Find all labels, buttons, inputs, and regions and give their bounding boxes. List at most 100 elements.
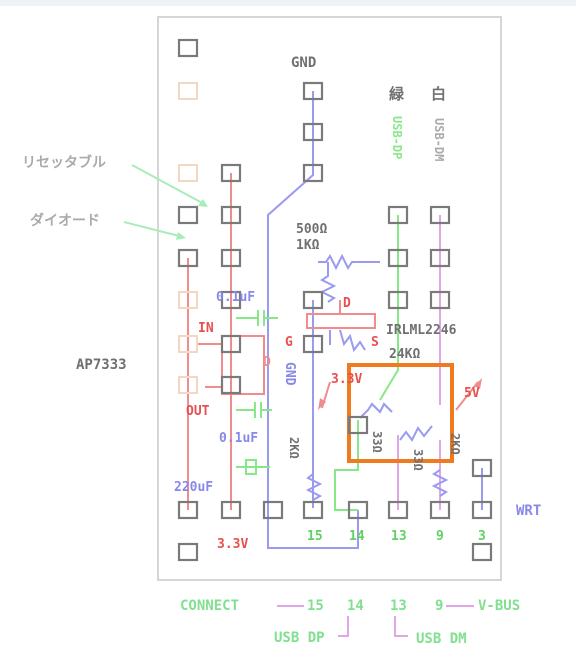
label-green-jp: 緑 [389,85,405,103]
board-outline [157,16,502,581]
legend-pin-13: 13 [390,598,407,614]
label-diode: ダイオード [30,212,100,229]
pad [178,376,198,394]
label-pin-14: 14 [349,529,365,544]
pad [429,205,451,225]
label-wrt: WRT [516,503,541,519]
highlight-box [347,363,454,463]
regulator-body [221,335,265,395]
label-cap-bottom: 0.1uF [219,431,258,446]
pad [178,291,198,309]
label-in: IN [198,321,214,336]
pad [220,248,242,268]
pad [178,82,198,100]
regulator-mark: D [263,355,271,370]
legend-connect: CONNECT [180,598,239,614]
label-pin-9: 9 [436,529,444,544]
pad [177,205,199,225]
res-33-b-zigzag [399,425,433,442]
legend-usb-dm: USB DM [416,631,467,647]
pad [178,335,198,353]
pad [178,164,198,182]
label-gnd-vertical: GND [282,362,297,386]
label-out: OUT [186,404,210,419]
diode-arrow [123,221,184,238]
pad [302,81,324,101]
pad [387,290,409,310]
pad [387,500,409,520]
pad [471,458,493,478]
pad [347,500,369,520]
label-mosfet-d: D [343,296,351,311]
label-cap-220: 220uF [174,480,213,495]
resettable-arrow [131,164,207,206]
pad [262,500,284,520]
res-2k-right-zigzag [431,469,449,497]
dp-wire-mid [379,300,399,401]
label-res-1k: 1KΩ [296,238,320,253]
v5-arrow [455,381,479,411]
pad-grid [177,38,493,562]
pad [220,205,242,225]
label-v33-bottom: 3.3V [217,537,248,552]
pad [220,334,242,354]
label-res-500: 500Ω [296,222,327,237]
label-usb-dp-vertical: USB-DP [390,116,404,159]
label-mosfet-part: IRLML2246 [386,323,457,338]
res-1k-zigzag [319,262,337,303]
legend-pin-14: 14 [347,598,364,614]
legend-pin-15: 15 [307,598,324,614]
v5-arrow-head [474,378,482,389]
label-usb-dm-vertical: USB-DM [432,118,446,161]
label-gnd-top: GND [291,55,316,71]
label-res-2k-left: 2KΩ [287,437,301,459]
pad [220,163,242,183]
label-pin-3: 3 [478,529,486,544]
label-white-jp: 白 [431,85,446,103]
label-mosfet-g: G [285,335,293,350]
label-res-33-a: 33Ω [370,431,384,453]
legend-dm-line [394,616,408,637]
top-strip [0,0,576,6]
pad [347,415,369,435]
pad [429,500,451,520]
pad [220,500,242,520]
label-cap-top: 0.1uF [216,290,255,305]
legend-usb-dp: USB DP [274,630,325,646]
label-res-33-b: 33Ω [411,449,425,471]
label-pin-13: 13 [391,529,407,544]
dp-wire-bottom [334,420,359,511]
legend-pin-9: 9 [435,598,443,614]
res-33-a-zigzag [359,402,393,419]
pad [177,38,199,58]
pad [177,248,199,268]
pad [302,334,324,354]
pad [220,375,242,395]
pad [302,122,324,142]
res-2k-left-zigzag [305,473,323,501]
label-v5: 5V [464,386,480,401]
legend-vbus: V-BUS [478,598,520,614]
resettable-arrow-head [198,199,208,207]
label-res-24k: 24KΩ [389,347,420,362]
pad [302,500,324,520]
pad [471,542,493,562]
pad [177,500,199,520]
pad [429,248,451,268]
pad [387,248,409,268]
label-mosfet-s: S [371,335,379,350]
pad [302,290,324,310]
label-res-2k-right: 2KΩ [448,433,462,455]
diode-arrow-head [176,232,186,240]
label-ap7333: AP7333 [76,357,127,373]
gnd-wire [267,91,359,549]
pad [220,290,242,310]
mosfet-body [306,313,376,329]
pad [177,542,199,562]
pad [429,290,451,310]
pad [302,163,324,183]
label-pin-15: 15 [307,529,323,544]
legend-dp-line [338,616,349,637]
